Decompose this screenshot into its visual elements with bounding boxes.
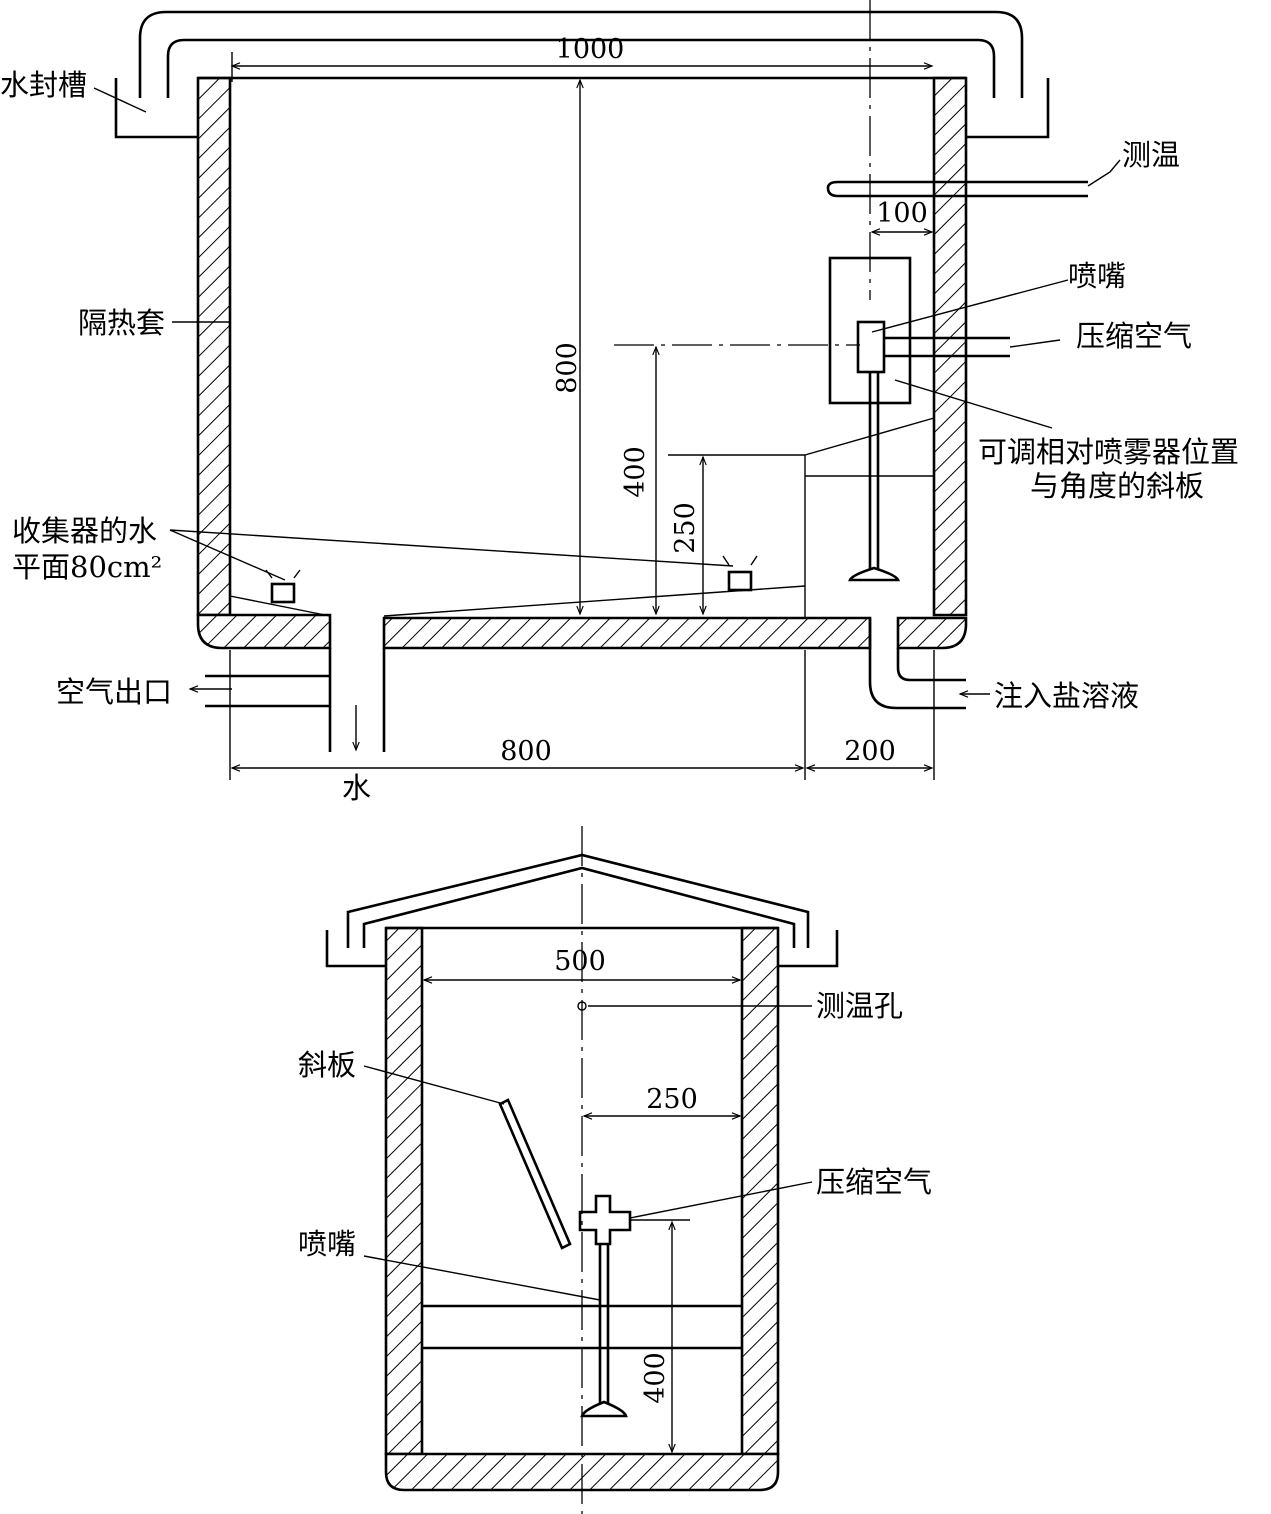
- trough-left: [325, 930, 386, 968]
- temp-probe: [826, 180, 1088, 198]
- dim-100: 100: [876, 198, 928, 229]
- leader-baffle-side: [363, 1065, 505, 1105]
- water-seal-trough-left: [114, 78, 198, 139]
- leader-temp: [1087, 159, 1121, 187]
- side-section-view: 500 250 400 测温孔 斜板 压缩空气 喷嘴: [298, 826, 932, 1514]
- dim-400-side: 400: [640, 1352, 671, 1404]
- label-collector-line1: 收集器的水: [12, 514, 157, 548]
- label-insulation: 隔热套: [78, 306, 165, 340]
- right-wall: [932, 76, 968, 617]
- label-collector-line2: 平面80cm²: [12, 550, 162, 584]
- label-salt-inlet: 注入盐溶液: [994, 679, 1139, 713]
- leader-nozzle-side: [363, 1255, 601, 1301]
- dim-250: 250: [670, 502, 701, 554]
- label-temp-measure: 测温: [1122, 138, 1180, 172]
- label-compressed-air-side: 压缩空气: [816, 1165, 932, 1199]
- temp-hole-marker: [577, 1001, 587, 1011]
- spray-cone: [848, 566, 900, 582]
- left-wall: [196, 76, 232, 617]
- drain-pipe: [328, 648, 386, 752]
- front-section-view: 1000 800 400 250 100 800 200 水封槽 隔热套 收集器…: [0, 0, 1239, 805]
- label-nozzle: 喷嘴: [1068, 259, 1126, 293]
- leader-collector-2: [169, 529, 734, 567]
- collector-left: [265, 569, 301, 604]
- leader-compressed-air: [1009, 339, 1061, 348]
- label-water: 水: [342, 771, 371, 805]
- leader-compressed-air-side: [629, 1181, 813, 1219]
- dim-500: 500: [554, 946, 606, 977]
- leader-water-seal: [93, 87, 147, 113]
- label-compressed-air: 压缩空气: [1076, 319, 1192, 353]
- label-temp-hole: 测温孔: [816, 989, 903, 1023]
- nozzle-cross: [578, 1194, 632, 1246]
- water-seal-trough-right: [966, 78, 1050, 139]
- floor-slope-left: [229, 595, 331, 617]
- dim-400: 400: [620, 446, 651, 498]
- baffle-plate: [498, 1098, 572, 1250]
- compressed-air-pipe: [884, 336, 1010, 358]
- side-wall-left: [384, 926, 424, 1456]
- label-water-seal: 水封槽: [0, 68, 87, 102]
- air-outlet: [188, 674, 330, 708]
- dim-250-side: 250: [646, 1084, 698, 1115]
- dim-1000: 1000: [556, 34, 625, 65]
- leader-baffle: [894, 379, 1053, 429]
- salt-inlet-pipe: [868, 618, 990, 710]
- floor-right: [896, 616, 968, 650]
- leader-nozzle: [871, 279, 1069, 333]
- collector-right: [722, 555, 758, 592]
- label-nozzle-side: 喷嘴: [298, 1227, 356, 1261]
- trough-right: [778, 930, 839, 968]
- side-wall-right: [740, 926, 780, 1456]
- floor-main: [382, 616, 872, 650]
- label-baffle: 斜板: [298, 1048, 356, 1082]
- dim-800-bottom: 800: [500, 736, 552, 767]
- dim-200: 200: [844, 736, 896, 767]
- water-seal-pipe: [138, 10, 1024, 98]
- leader-collector-1: [169, 529, 286, 581]
- label-baffle-line2: 与角度的斜板: [1030, 469, 1204, 503]
- floor-left: [196, 613, 332, 650]
- side-spray-cone: [580, 1400, 628, 1418]
- label-air-outlet: 空气出口: [56, 675, 172, 709]
- label-baffle-line1: 可调相对喷雾器位置: [978, 435, 1239, 469]
- dim-800-vertical: 800: [552, 342, 583, 394]
